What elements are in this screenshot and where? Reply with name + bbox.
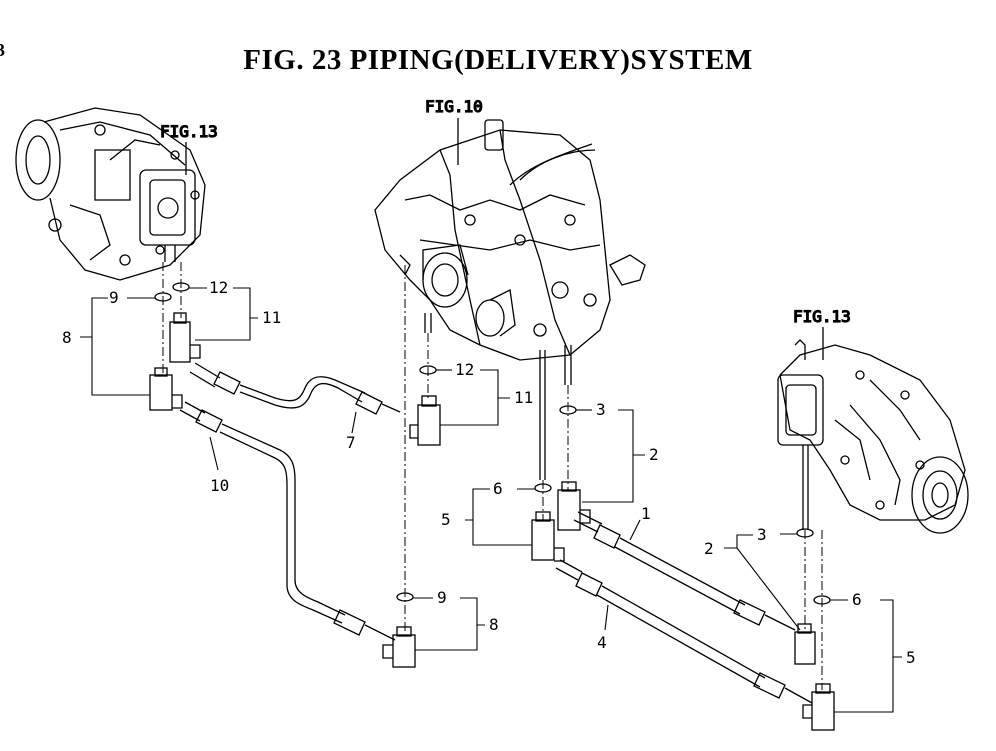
- callout-5-right: 5: [906, 648, 916, 667]
- hose-10: [179, 401, 396, 641]
- callout-3-center: 3: [596, 400, 606, 419]
- elbow-fittings: [149, 312, 835, 731]
- o-rings: [154, 282, 831, 605]
- fig13-right-label: FIG.13: [793, 307, 851, 326]
- elbow-8-left: [149, 367, 183, 411]
- callout-4: 4: [597, 633, 607, 652]
- leader-lines: [80, 287, 902, 713]
- callout-2-center: 2: [649, 445, 659, 464]
- callout-6-right: 6: [852, 590, 862, 609]
- callout-5-center: 5: [441, 510, 451, 529]
- elbow-5-right: [802, 683, 835, 731]
- hose-4: [555, 559, 813, 704]
- callout-11-center: 11: [514, 388, 533, 407]
- callout-9-center: 9: [437, 588, 447, 607]
- callout-2-right: 2: [704, 539, 714, 558]
- callout-labels: 9 12 11 8 7 10 12 11 3 2 6 5 1 4 9 8 3 2…: [62, 278, 916, 667]
- right-transmission-unit: [777, 339, 969, 534]
- alignment-lines: [162, 262, 823, 690]
- callout-8-center: 8: [489, 615, 499, 634]
- callout-3-right: 3: [757, 525, 767, 544]
- hose-7: [189, 362, 401, 415]
- callout-9-left: 9: [109, 288, 119, 307]
- page-mark: 3: [0, 40, 5, 60]
- callout-12-left: 12: [209, 278, 228, 297]
- callout-7: 7: [346, 433, 356, 452]
- callout-6-center: 6: [493, 479, 503, 498]
- elbow-2-center: [557, 481, 591, 531]
- elbow-11-left: [169, 312, 201, 363]
- figure-title: FIG. 23 PIPING(DELIVERY)SYSTEM: [243, 44, 753, 76]
- fig13-left-label: FIG.13: [160, 122, 218, 141]
- elbow-11-center: [409, 395, 441, 446]
- elbow-2-right: [794, 623, 816, 665]
- callout-11-left: 11: [262, 308, 281, 327]
- callout-12-center: 12: [455, 360, 474, 379]
- callout-1: 1: [641, 504, 651, 523]
- callout-8-left: 8: [62, 328, 72, 347]
- fig10-label: FIG.10: [425, 97, 483, 116]
- callout-10: 10: [210, 476, 229, 495]
- left-transmission-unit: [15, 107, 206, 281]
- elbow-8-center: [382, 626, 416, 668]
- center-engine: [374, 119, 646, 480]
- elbow-5-center: [531, 511, 565, 562]
